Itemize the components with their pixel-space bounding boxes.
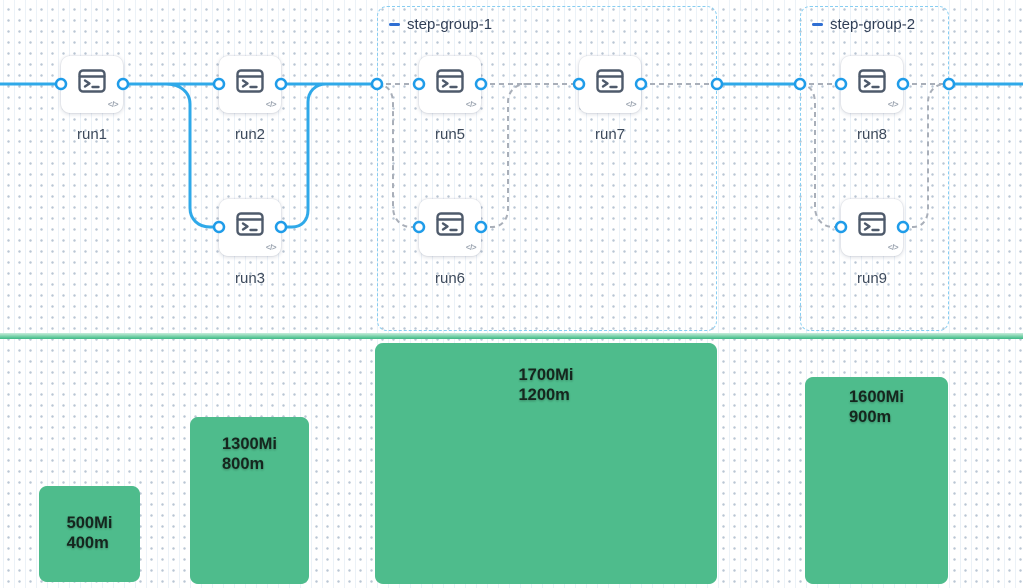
port-run7-out[interactable] bbox=[634, 77, 648, 91]
code-icon: </> bbox=[465, 100, 477, 109]
step-group-2-label: step-group-2 bbox=[830, 16, 916, 33]
node-label-run2: run2 bbox=[234, 126, 266, 143]
node-run1[interactable]: </> bbox=[61, 56, 123, 113]
memory-value: 1300Mi bbox=[221, 435, 278, 453]
memory-value: 500Mi bbox=[66, 514, 113, 532]
code-icon: </> bbox=[107, 100, 119, 109]
port-run7-in[interactable] bbox=[572, 77, 586, 91]
edge-run3-stepgroup1 bbox=[279, 82, 342, 229]
port-run9-out[interactable] bbox=[896, 220, 910, 234]
memory-value: 1700Mi bbox=[518, 366, 574, 384]
resource-bar-3-label: 1700Mi 1200m bbox=[518, 366, 573, 584]
port-run3-out[interactable] bbox=[274, 220, 288, 234]
resource-bar-2: 1300Mi 800m bbox=[190, 417, 309, 584]
port-stepgroup1-in[interactable] bbox=[370, 77, 384, 91]
code-icon: </> bbox=[887, 100, 899, 109]
port-stepgroup2-in[interactable] bbox=[793, 77, 807, 91]
ports-layer bbox=[54, 77, 956, 234]
port-run1-out[interactable] bbox=[116, 77, 130, 91]
port-run2-in[interactable] bbox=[212, 77, 226, 91]
node-label-run5: run5 bbox=[434, 126, 466, 143]
terminal-icon bbox=[436, 69, 464, 93]
port-run9-in[interactable] bbox=[834, 220, 848, 234]
terminal-icon bbox=[596, 69, 624, 93]
port-run8-out[interactable] bbox=[896, 77, 910, 91]
cpu-value: 900m bbox=[848, 407, 892, 426]
cpu-value: 400m bbox=[66, 533, 109, 552]
port-run3-in[interactable] bbox=[212, 220, 226, 234]
collapse-dash-icon[interactable] bbox=[812, 23, 823, 26]
resource-section-divider bbox=[0, 333, 1023, 339]
node-run6[interactable]: </> bbox=[419, 199, 481, 256]
node-label-run6: run6 bbox=[434, 270, 466, 287]
memory-value: 1600Mi bbox=[848, 388, 905, 406]
cpu-value: 800m bbox=[221, 454, 265, 473]
terminal-icon bbox=[236, 212, 264, 236]
node-run7[interactable]: </> bbox=[579, 56, 641, 113]
resource-bar-3: 1700Mi 1200m bbox=[375, 343, 717, 584]
port-run1-in[interactable] bbox=[54, 77, 68, 91]
node-label-run9: run9 bbox=[856, 270, 888, 287]
node-run2[interactable]: </> bbox=[219, 56, 281, 113]
port-run6-out[interactable] bbox=[474, 220, 488, 234]
code-icon: </> bbox=[265, 243, 277, 252]
resource-bar-4-label: 1600Mi 900m bbox=[849, 388, 904, 584]
step-group-1-label: step-group-1 bbox=[407, 16, 493, 33]
terminal-icon bbox=[236, 69, 264, 93]
resource-bar-2-label: 1300Mi 800m bbox=[222, 435, 277, 584]
step-group-2-header: step-group-2 bbox=[812, 16, 915, 33]
resource-bar-4: 1600Mi 900m bbox=[805, 377, 948, 584]
node-run8[interactable]: </> bbox=[841, 56, 903, 113]
terminal-icon bbox=[78, 69, 106, 93]
node-run3[interactable]: </> bbox=[219, 199, 281, 256]
port-run5-out[interactable] bbox=[474, 77, 488, 91]
port-stepgroup1-out[interactable] bbox=[710, 77, 724, 91]
code-icon: </> bbox=[625, 100, 637, 109]
resource-bar-1-label: 500Mi 400m bbox=[67, 514, 113, 582]
node-run5[interactable]: </> bbox=[419, 56, 481, 113]
terminal-icon bbox=[436, 212, 464, 236]
code-icon: </> bbox=[887, 243, 899, 252]
collapse-dash-icon[interactable] bbox=[389, 23, 400, 26]
step-group-1-header: step-group-1 bbox=[389, 16, 492, 33]
node-label-run3: run3 bbox=[234, 270, 266, 287]
port-run8-in[interactable] bbox=[834, 77, 848, 91]
port-run5-in[interactable] bbox=[412, 77, 426, 91]
cpu-value: 1200m bbox=[518, 385, 570, 404]
port-run2-out[interactable] bbox=[274, 77, 288, 91]
port-stepgroup2-out[interactable] bbox=[942, 77, 956, 91]
port-run6-in[interactable] bbox=[412, 220, 426, 234]
node-label-run7: run7 bbox=[594, 126, 626, 143]
node-label-run8: run8 bbox=[856, 126, 888, 143]
node-label-run1: run1 bbox=[76, 126, 108, 143]
terminal-icon bbox=[858, 69, 886, 93]
code-icon: </> bbox=[465, 243, 477, 252]
resource-bar-1: 500Mi 400m bbox=[39, 486, 140, 582]
code-icon: </> bbox=[265, 100, 277, 109]
edge-run1-run3 bbox=[121, 82, 221, 229]
terminal-icon bbox=[858, 212, 886, 236]
node-run9[interactable]: </> bbox=[841, 199, 903, 256]
